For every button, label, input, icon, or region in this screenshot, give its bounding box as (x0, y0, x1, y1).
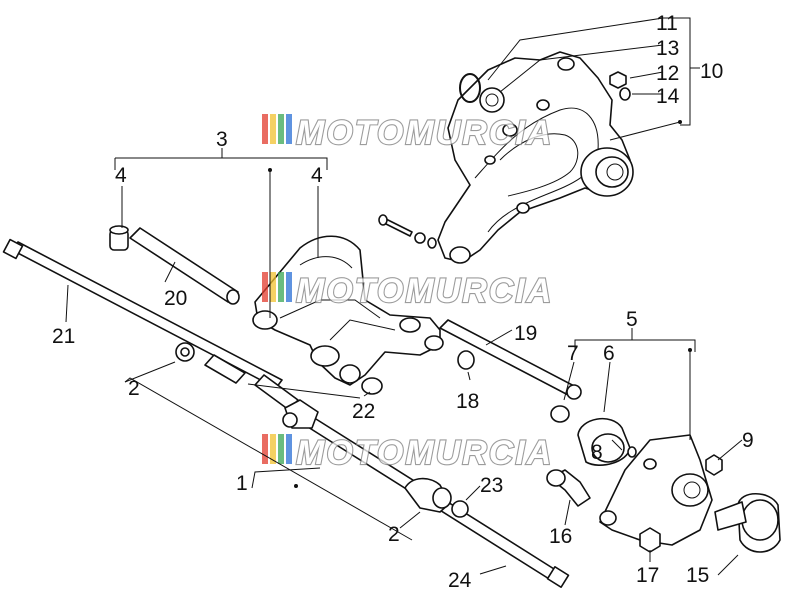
bushing-part-22 (361, 377, 383, 395)
swing-arm (252, 235, 444, 386)
bracket-bolt (378, 214, 437, 249)
callout-20: 20 (164, 287, 187, 310)
callout-4-right: 4 (311, 164, 323, 187)
hub-part-15 (714, 492, 781, 553)
callout-2-upper: 2 (128, 377, 140, 400)
callout-6: 6 (603, 342, 615, 365)
engine-bracket (437, 51, 634, 264)
nut-part-17 (639, 527, 661, 553)
callout-8: 8 (591, 441, 603, 464)
callout-16: 16 (549, 525, 572, 548)
callout-24: 24 (448, 569, 472, 592)
callout-14: 14 (656, 85, 680, 108)
bolt-part-8 (627, 446, 637, 458)
bearing-part-13 (479, 87, 505, 113)
callout-2-lower: 2 (388, 523, 400, 546)
callout-19: 19 (514, 322, 537, 345)
watermark-logo-bottom: MOTOMURCIA (262, 433, 553, 473)
callout-labels: 11 13 12 10 14 3 4 4 20 21 19 5 7 6 2 18… (52, 12, 754, 592)
bolt-part-16 (546, 469, 591, 507)
sleeve-part-20 (129, 227, 240, 305)
circlip-part-11 (459, 73, 481, 103)
callout-17: 17 (636, 564, 659, 587)
callout-7: 7 (567, 342, 579, 365)
callout-1: 1 (236, 472, 248, 495)
pin-part-19 (439, 319, 582, 400)
callout-5: 5 (626, 308, 638, 331)
callout-12: 12 (656, 62, 679, 85)
leader-lines (65, 17, 743, 576)
callout-10: 10 (700, 60, 723, 83)
silent-block-part-6 (577, 417, 631, 466)
callout-18: 18 (456, 390, 479, 413)
callout-22: 22 (352, 400, 375, 423)
nut-part-12 (609, 71, 627, 89)
spacer-pipe-part-2-upper (175, 342, 299, 411)
nut-part-23 (451, 500, 469, 518)
callout-9: 9 (742, 429, 754, 452)
connector-link (282, 399, 319, 429)
callout-11: 11 (656, 12, 678, 35)
bushing-part-4-left (109, 225, 129, 251)
callout-15: 15 (686, 564, 709, 587)
bushing-part-18 (457, 350, 475, 370)
svg-text:MOTOMURCIA: MOTOMURCIA (296, 434, 553, 472)
callout-23: 23 (480, 474, 503, 497)
washer-part-14 (619, 87, 631, 101)
watermark-logo-top: MOTOMURCIA (262, 113, 553, 153)
bushing-part-2-lower (404, 477, 452, 513)
callout-4-left: 4 (115, 164, 127, 187)
callout-21: 21 (52, 325, 75, 348)
hub-plate-part-5 (599, 434, 713, 546)
nut-part-9 (705, 454, 723, 476)
watermark-logo-middle: MOTOMURCIA (262, 271, 553, 311)
spacer-part-7 (550, 405, 570, 423)
callout-13: 13 (656, 37, 679, 60)
long-bolt-part-21 (2, 238, 283, 389)
svg-text:MOTOMURCIA: MOTOMURCIA (296, 272, 553, 310)
svg-text:MOTOMURCIA: MOTOMURCIA (296, 114, 553, 152)
callout-3: 3 (216, 128, 228, 151)
